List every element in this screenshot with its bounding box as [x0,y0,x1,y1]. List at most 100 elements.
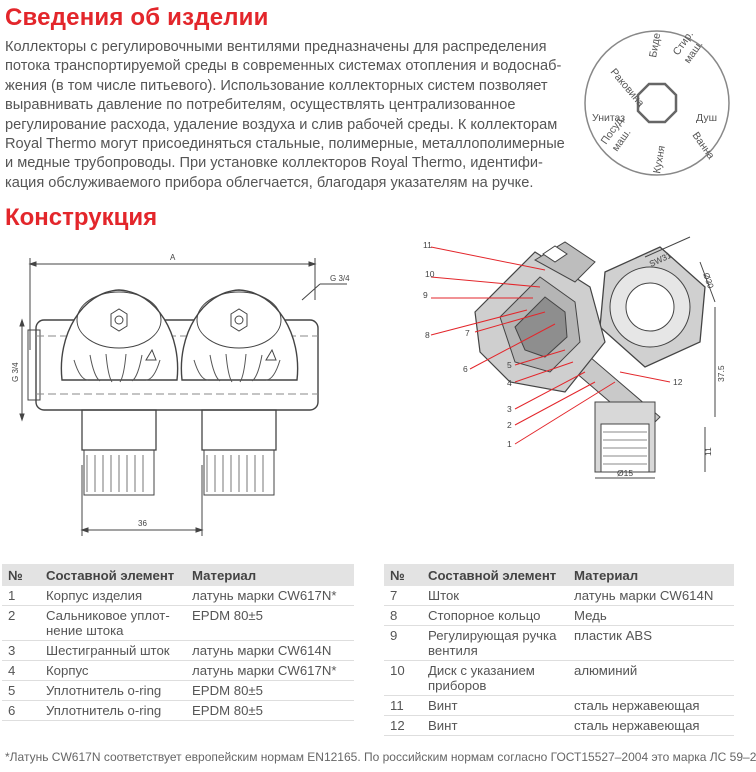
header-num: № [390,567,405,583]
row-num: 12 [390,718,405,733]
dial-label-kuhnya: Кухня [651,145,668,175]
dial-label-rakovina: Раковина [608,66,647,109]
table-row: 2 Сальниковое уплот- нение штока EPDM 80… [2,606,354,641]
dim-36-label: 36 [138,519,147,528]
table-row: 10 Диск с указанием приборов алюминий [384,661,734,696]
paragraph-line: потока транспортируемой среды в современ… [5,58,562,75]
row-material: Медь [574,608,607,623]
header-material: Материал [192,567,257,583]
row-element-line: нение штока [46,623,124,638]
dial-label-vanna: Ванна [690,130,717,162]
table-row: 3 Шестигранный шток латунь марки CW614N [2,641,354,661]
dim-a-label: A [170,253,176,262]
row-material: пластик ABS [574,628,652,643]
callout-9: 9 [423,290,428,300]
materials-table-right: № Составной элемент Материал 7 Шток лату… [384,564,734,736]
dial-label-unitaz: Унитаз [592,112,625,124]
row-element-line: Регулирующая ручка [428,628,557,643]
dim-g34-right-label: G 3/4 [330,274,350,283]
row-material: латунь марки CW617N* [192,663,337,678]
table-row: 11 Винт сталь нержавеющая [384,696,734,716]
row-element: Сальниковое уплот- нение штока [40,608,186,638]
row-num: 9 [390,628,398,643]
row-material: EPDM 80±5 [192,703,264,718]
row-element: Диск с указанием приборов [422,663,568,693]
row-num: 2 [8,608,16,623]
dial-label-dush: Душ [696,112,717,124]
row-element: Стопорное кольцо [428,608,541,623]
row-num: 4 [8,663,16,678]
row-material: EPDM 80±5 [192,683,264,698]
callout-11: 11 [423,240,432,250]
section-title-construction: Конструкция [5,204,158,231]
row-element: Уплотнитель o-ring [46,683,162,698]
manifold-drawing-icon: A G 3/4 G 3/4 36 [11,253,350,536]
callout-3: 3 [507,404,512,414]
callout-2: 2 [507,420,512,430]
row-element-line: вентиля [428,643,478,658]
header-element: Составной элемент [428,567,557,583]
row-element: Регулирующая ручка вентиля [422,628,568,658]
row-num: 8 [390,608,398,623]
row-element: Винт [428,698,458,713]
materials-table-left: № Составной элемент Материал 1 Корпус из… [2,564,354,721]
row-material: EPDM 80±5 [192,608,264,623]
table-row: 4 Корпус латунь марки CW617N* [2,661,354,681]
row-num: 10 [390,663,405,678]
section-drawing-icon: 11 10 9 8 7 6 5 4 3 2 1 12 SW31 Ø30 37.5… [423,236,726,479]
row-element-line: Сальниковое уплот- [46,608,170,623]
row-material: латунь марки CW614N [192,643,332,658]
table-row: 5 Уплотнитель o-ring EPDM 80±5 [2,681,354,701]
description-paragraph: Коллекторы с регулировочными вентилями п… [5,38,573,193]
row-material: латунь марки CW617N* [192,588,337,603]
dim-11-label: 11 [703,447,713,456]
row-material: алюминий [574,663,638,678]
table-row: 8 Стопорное кольцо Медь [384,606,734,626]
table-row: 7 Шток латунь марки CW614N [384,586,734,606]
paragraph-line: Royal Thermo могут присоединяться стальн… [5,136,565,153]
table-row: 9 Регулирующая ручка вентиля пластик ABS [384,626,734,661]
callout-12: 12 [673,377,683,387]
row-element: Уплотнитель o-ring [46,703,162,718]
callout-8: 8 [425,330,430,340]
row-num: 5 [8,683,16,698]
dim-375-label: 37.5 [716,365,726,382]
row-num: 7 [390,588,398,603]
row-element-line: приборов [428,678,487,693]
header-element: Составной элемент [46,567,175,583]
paragraph-line: регулирование расхода, удаление воздуха … [5,116,558,133]
row-num: 11 [390,698,404,713]
row-element: Шток [428,588,460,603]
row-element: Винт [428,718,458,733]
row-element: Шестигранный шток [46,643,170,658]
row-material: сталь нержавеющая [574,698,700,713]
table-row: 12 Винт сталь нержавеющая [384,716,734,736]
row-num: 1 [8,588,16,603]
table-row: 6 Уплотнитель o-ring EPDM 80±5 [2,701,354,721]
indicator-dial-icon: Биде Стир. маш. Раковина Унитаз Душ Посу… [584,29,730,176]
row-num: 3 [8,643,16,658]
paragraph-line: Коллекторы с регулировочными вентилями п… [5,39,547,55]
row-num: 6 [8,703,16,718]
row-element: Корпус [46,663,89,678]
callout-1: 1 [507,439,512,449]
row-material: сталь нержавеющая [574,718,700,733]
dial-label-bide: Биде [647,32,663,59]
table-header: № Составной элемент Материал [2,564,354,586]
row-material: латунь марки CW614N [574,588,714,603]
footnote: *Латунь CW617N соответствует европейским… [5,750,756,764]
table-header: № Составной элемент Материал [384,564,734,586]
table-row: 1 Корпус изделия латунь марки CW617N* [2,586,354,606]
header-material: Материал [574,567,639,583]
callout-5: 5 [507,360,512,370]
row-element-line: Диск с указанием [428,663,535,678]
callout-7: 7 [465,328,470,338]
callout-10: 10 [425,269,435,279]
row-element: Корпус изделия [46,588,143,603]
callout-6: 6 [463,364,468,374]
paragraph-line: выравнивать давление по потребителям, ос… [5,97,516,114]
paragraph-line: и медные трубопроводы. При установке кол… [5,155,543,172]
section-title-product-info: Сведения об изделии [5,4,269,31]
paragraph-line: жения (в том числе питьевого). Использов… [5,77,548,94]
dim-g34-left-label: G 3/4 [11,362,20,382]
